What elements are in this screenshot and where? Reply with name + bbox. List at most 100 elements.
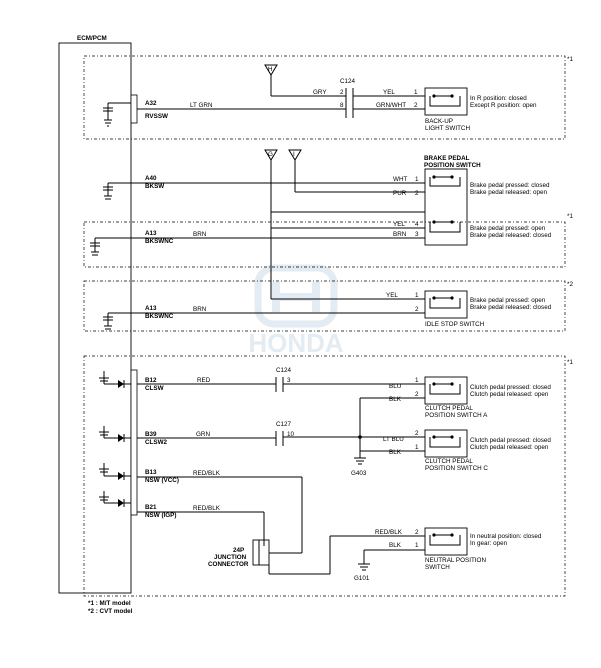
brake-state-upper-1: Brake pedal pressed: closed [470,182,550,189]
backup-switch-pin-2: 2 [414,102,418,109]
clutch-c-name-1: CLUTCH PEDAL [425,458,473,465]
clutch-a-state-1: Clutch pedal pressed: closed [470,384,551,391]
idle-state-1: Brake pedal pressed: open [470,297,546,304]
neutral-vcc-pin: B13 [145,469,157,476]
marker-mt-3: *1 [567,359,573,366]
clutch-a-wire: RED [197,377,211,384]
clutch-c-switch-pin-1: 2 [415,430,419,437]
brake-supply-i: I [293,151,295,158]
watermark-text: HONDA [248,328,344,358]
brake-switch-group: BRAKE PEDAL POSITION SWITCH G I A40 BKSW… [90,149,552,299]
clutch-internal-circuits [99,369,138,516]
neutral-wire-1: RED/BLK [375,529,403,536]
neutral-position-switch [424,527,468,556]
backup-signal: RVSSW [145,113,168,120]
backup-switch-pin-1: 1 [414,89,418,96]
backup-pin: A32 [145,100,157,107]
clutch-c-connector: C127 [276,421,292,428]
neutral-igp-wire: RED/BLK [193,505,221,512]
clutch-c-wire-out-1: LT BLU [383,436,404,443]
clutch-c-state-2: Clutch pedal released: open [470,444,549,451]
backup-connector: C124 [340,78,356,85]
group-frame-brake-nc [83,221,566,268]
ecm-title: ECM/PCM [77,35,107,42]
backup-supply-label: H [268,66,273,73]
neutral-state-2: In gear: open [470,540,508,547]
neutral-state-1: In neutral position: closed [470,533,542,540]
idle-wire: BRN [193,306,207,313]
backup-wire-out-1: YEL [383,89,395,96]
backup-light-switch [424,87,468,116]
idle-stop-group: A13 BKSWNC BRN YEL 1 2 IDLE STOP SWITCH … [103,290,552,330]
brake-pedal-switch [424,168,468,246]
idle-switch-pin-1: 1 [415,292,419,299]
backup-wire-out-2: GRN/WHT [376,102,406,109]
marker-cvt: *2 [567,281,573,288]
neutral-pin-1: 2 [415,529,419,536]
neutral-wire-2: BLK [389,542,402,549]
idle-stop-switch [424,290,468,319]
brake-title-1: BRAKE PEDAL [424,155,470,162]
clutch-switch-c [424,429,468,458]
clutch-c-signal: CLSW2 [145,439,168,446]
brake-nc-wire: BRN [193,231,207,238]
brake-state-lower-2: Brake pedal released: closed [470,232,552,239]
brake-pin-lower-1: 4 [415,221,419,228]
clutch-a-connector-pin: 3 [287,377,291,384]
idle-pin: A13 [145,305,157,312]
neutral-name-1: NEUTRAL POSITION [425,557,486,564]
ground-g403: G403 [351,470,367,477]
clutch-c-switch-pin-2: 1 [415,444,419,451]
clutch-c-name-2: POSITION SWITCH C [425,465,488,472]
neutral-vcc-wire: RED/BLK [193,470,221,477]
clutch-a-pin: B12 [145,377,157,384]
clutch-c-state-1: Clutch pedal pressed: closed [470,437,551,444]
clutch-a-wire-out-2: BLK [389,396,402,403]
brake-wire-1: WHT [393,176,407,183]
backup-wire-in: GRY [313,89,327,96]
brake-pin-lower-2: 3 [415,231,419,238]
junction-label-2: JUNCTION [214,554,247,561]
clutch-a-wire-out-1: BLU [389,383,402,390]
brake-nc-pin: A13 [145,230,157,237]
backup-switch-name-1: BACK-UP [425,118,453,125]
neutral-igp-signal: NSW (IGP) [145,512,176,519]
clutch-a-state-2: Clutch pedal released: open [470,391,549,398]
group-frame-clutch [83,355,566,597]
clutch-c-pin: B39 [145,431,157,438]
clutch-c-wire-out-2: BLK [389,449,402,456]
brake-pin-upper-2: 2 [415,190,419,197]
backup-switch-name-2: LIGHT SWITCH [425,125,470,132]
brake-state-lower-1: Brake pedal pressed: open [470,225,546,232]
ground-g101: G101 [354,575,370,582]
group-frame-backup [83,55,566,140]
brake-title-2: POSITION SWITCH [424,162,481,169]
watermark-logo: HONDA [248,264,344,358]
clutch-c-connector-pin: 10 [287,431,295,438]
idle-switch-pin-2: 2 [415,306,419,313]
brake-signal: BKSW [145,183,164,190]
idle-switch-name: IDLE STOP SWITCH [425,321,485,328]
backup-light-group: A32 RVSSW LT GRN H GRY C124 2 8 YEL GRN/… [103,64,537,132]
clutch-a-switch-pin-1: 1 [415,377,419,384]
backup-wire: LT GRN [190,102,213,109]
brake-supply-g: G [268,151,273,158]
neutral-pin-2: 1 [415,542,419,549]
clutch-a-switch-pin-2: 2 [415,391,419,398]
brake-wire-lower-2: BRN [393,231,407,238]
marker-mt-2: *1 [567,213,573,220]
neutral-vcc-signal: NSW (VCC) [145,477,179,484]
clutch-a-name-1: CLUTCH PEDAL [425,405,473,412]
group-frame-idle [83,280,566,332]
backup-connector-pin-1: 2 [340,89,344,96]
backup-state-2: Except R position: open [470,102,537,109]
backup-state-1: In R position: closed [470,95,527,102]
clutch-group: B12 CLSW RED C124 3 BLU BLK 1 2 CLUTCH P… [99,367,551,582]
junction-label-1: 24P [233,547,244,554]
clutch-a-name-2: POSITION SWITCH A [425,412,488,419]
ecm-box [58,42,132,594]
brake-pin-upper-1: 1 [415,176,419,183]
neutral-name-2: SWITCH [425,564,450,571]
